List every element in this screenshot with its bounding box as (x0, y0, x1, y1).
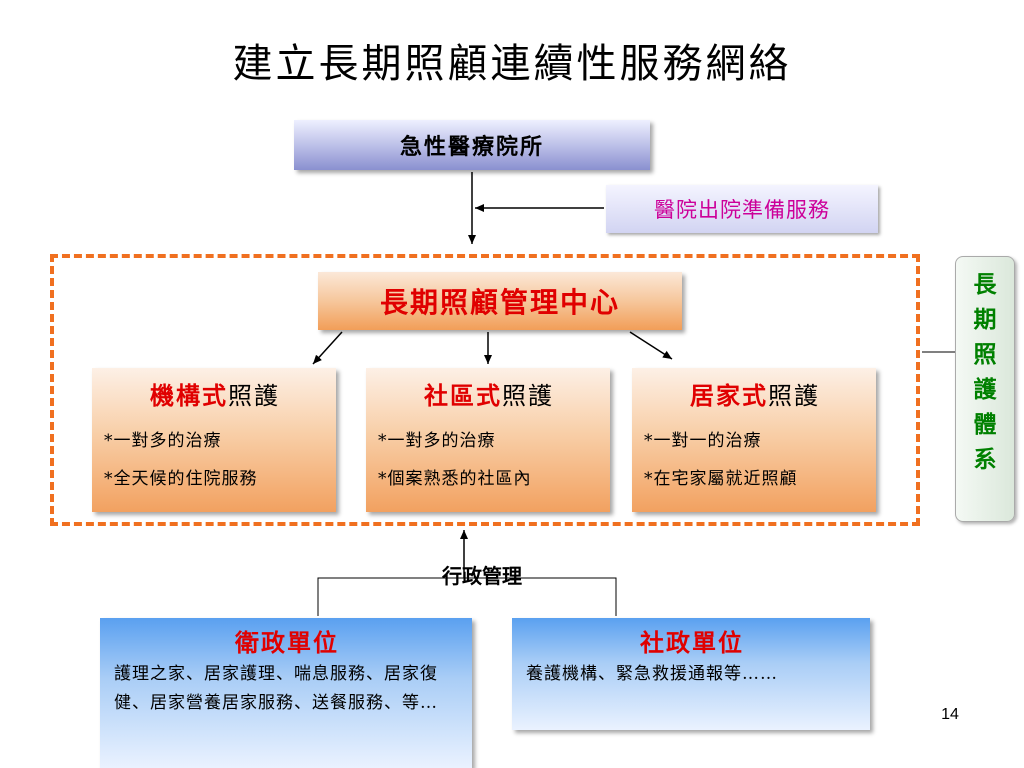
institutional-care-title: 機構式照護 (104, 376, 326, 416)
social-unit-title: 社政單位 (640, 628, 744, 657)
care-line: *一對一的治療 (644, 431, 762, 451)
page-title: 建立長期照顧連續性服務網絡 (232, 41, 792, 87)
care-line: *一對多的治療 (378, 431, 496, 451)
care-management-center-box: 長期照顧管理中心 (318, 272, 682, 330)
care-line: *在宅家屬就近照顧 (644, 469, 798, 489)
health-unit-title: 衛政單位 (235, 628, 339, 657)
community-care-box: 社區式照護 *一對多的治療 *個案熟悉的社區內 (366, 368, 610, 512)
home-care-title: 居家式照護 (644, 376, 866, 416)
community-care-title: 社區式照護 (378, 376, 600, 416)
side-char: 護 (973, 376, 997, 403)
care-type-rest: 照護 (768, 382, 820, 410)
care-line: *一對多的治療 (104, 431, 222, 451)
arrow-center-to-institutional (312, 331, 343, 365)
page-number: 14 (941, 706, 959, 723)
care-type-strong: 社區式 (424, 381, 502, 410)
care-line: *個案熟悉的社區內 (378, 469, 532, 489)
side-char: 系 (973, 446, 997, 473)
side-char: 體 (973, 411, 997, 438)
social-unit-text: 養護機構、緊急救援通報等…… (526, 664, 778, 684)
care-type-rest: 照護 (502, 382, 554, 410)
health-unit-box: 衛政單位 護理之家、居家護理、喘息服務、居家復健、居家營養居家服務、送餐服務、等… (100, 618, 472, 768)
institutional-care-box: 機構式照護 *一對多的治療 *全天候的住院服務 (92, 368, 336, 512)
arrow-center-to-home (629, 331, 673, 360)
discharge-service-box: 醫院出院準備服務 (606, 185, 878, 233)
long-term-care-frame (50, 254, 920, 526)
administration-label: 行政管理 (442, 564, 522, 588)
health-unit-text: 護理之家、居家護理、喘息服務、居家復健、居家營養居家服務、送餐服務、等… (114, 664, 438, 713)
side-char: 照 (973, 341, 997, 368)
home-care-box: 居家式照護 *一對一的治療 *在宅家屬就近照顧 (632, 368, 876, 512)
side-char: 期 (973, 306, 997, 333)
acute-hospital-box: 急性醫療院所 (294, 120, 650, 170)
care-type-rest: 照護 (228, 382, 280, 410)
side-char: 長 (973, 271, 997, 298)
care-type-strong: 居家式 (690, 381, 768, 410)
long-term-care-system-label: 長 期 照 護 體 系 (955, 256, 1015, 522)
admin-bracket (317, 577, 617, 616)
care-type-strong: 機構式 (150, 381, 228, 410)
care-line: *全天候的住院服務 (104, 469, 258, 489)
social-unit-box: 社政單位 養護機構、緊急救援通報等…… (512, 618, 870, 730)
